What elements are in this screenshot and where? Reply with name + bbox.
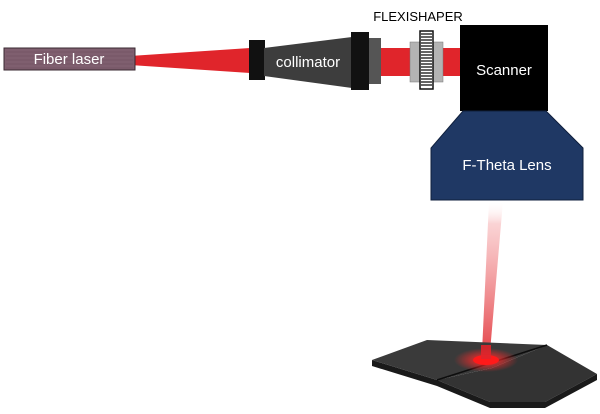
f-theta-lens: F-Theta Lens bbox=[430, 110, 584, 201]
fiber-laser: Fiber laser bbox=[3, 47, 136, 71]
flexishaper-housing-right bbox=[432, 41, 444, 83]
scanner-label: Scanner bbox=[476, 62, 532, 79]
fiber-laser-texture bbox=[6, 51, 133, 69]
collimator-body bbox=[264, 37, 352, 88]
collimator-output-mount bbox=[351, 32, 369, 90]
laser-beam-lens-to-workpiece bbox=[482, 201, 503, 352]
laser-spot-plume bbox=[481, 345, 491, 359]
scanner-box bbox=[460, 25, 548, 111]
fiber-laser-label: Fiber laser bbox=[34, 51, 105, 68]
f-theta-lens-body bbox=[430, 110, 584, 201]
flexishaper-label: FLEXISHAPER bbox=[373, 9, 463, 24]
striped-grating-icon bbox=[421, 33, 432, 86]
flexishaper: FLEXISHAPER bbox=[373, 9, 463, 90]
laser-beam-fiber-to-collimator bbox=[130, 48, 250, 73]
collimator-label: collimator bbox=[276, 54, 340, 71]
collimator-input-mount bbox=[249, 40, 265, 80]
f-theta-lens-label: F-Theta Lens bbox=[462, 157, 551, 174]
workpiece-plate-front bbox=[437, 345, 597, 402]
flexishaper-housing-left bbox=[409, 41, 421, 83]
workpiece-plate-front-side bbox=[437, 374, 597, 408]
collimator-output-sleeve bbox=[369, 38, 381, 84]
collimator: collimator bbox=[249, 32, 381, 90]
glowing-spot-icon bbox=[454, 345, 518, 372]
workpiece-plate-back-side bbox=[372, 360, 437, 386]
scanner: Scanner bbox=[460, 25, 548, 111]
laser-spot-core bbox=[473, 355, 499, 365]
